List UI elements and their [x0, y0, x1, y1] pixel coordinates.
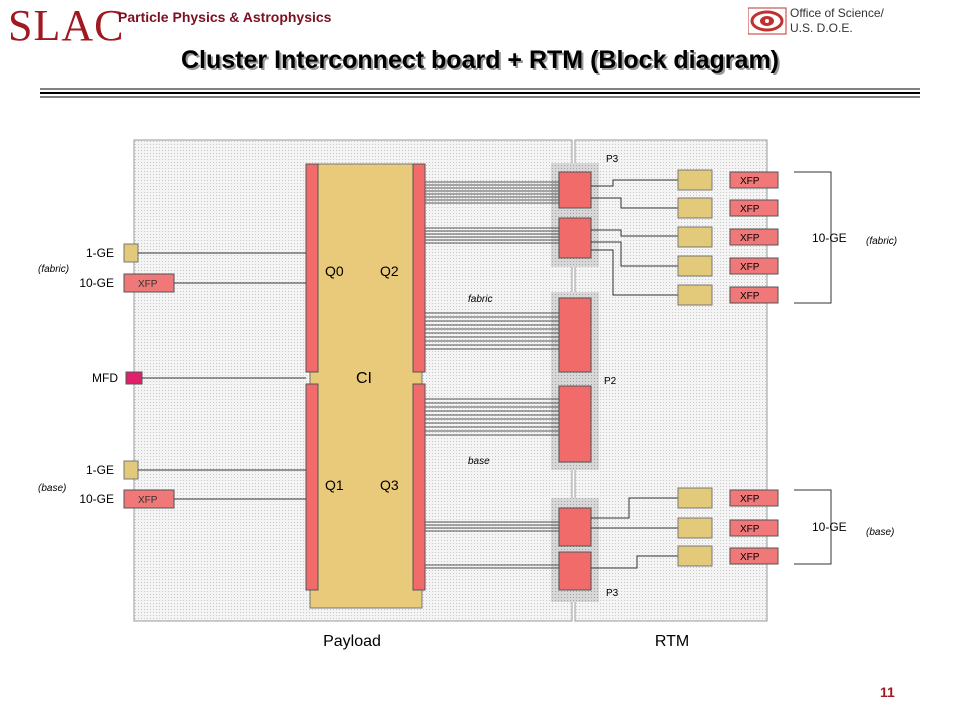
base-1ge-port: [123, 460, 139, 480]
p3-top-block-1: [558, 171, 592, 209]
doe-line-2: U.S. D.O.E.: [790, 21, 853, 35]
rtm-xfp-label-8: XFP: [740, 552, 760, 563]
base-10ge-label: 10-GE: [79, 492, 114, 506]
fabric-bus-label: fabric: [468, 294, 492, 305]
q3-label: Q3: [380, 477, 399, 493]
rtm-xfp-label-3: XFP: [740, 233, 760, 244]
q2-label: Q2: [380, 263, 399, 279]
fabric-bus: [425, 312, 560, 350]
q3-port-block: [412, 383, 426, 591]
rtm-top-xfps: [729, 171, 779, 304]
p3-bottom-bus: [425, 521, 560, 569]
rtm-xfp-label-7: XFP: [740, 524, 760, 535]
p2-fabric-block: [558, 297, 592, 373]
p3-bottom-block-1: [558, 507, 592, 547]
p3-bottom-label: P3: [606, 588, 619, 599]
base-xfp-label: XFP: [138, 495, 158, 506]
rtm-xfp-label-2: XFP: [740, 204, 760, 215]
ci-chip: [309, 163, 423, 609]
rtm-top-routing: [591, 179, 678, 296]
rtm-label: RTM: [655, 633, 689, 650]
p3-top-label: P3: [606, 154, 619, 165]
payload-label: Payload: [323, 633, 381, 650]
rtm-bottom-routing: [591, 497, 678, 569]
fabric-xfp-label: XFP: [138, 279, 158, 290]
p2-base-block: [558, 385, 592, 463]
fabric-10ge-label: 10-GE: [79, 276, 114, 290]
rtm-bottom-xfps: [729, 489, 779, 565]
page-number: 11: [880, 684, 895, 700]
right-base-label: (base): [866, 527, 894, 538]
rtm-xfp-label-1: XFP: [740, 176, 760, 187]
q1-port-block: [305, 383, 319, 591]
base-1ge-label: 1-GE: [86, 463, 114, 477]
p3-top-block-2: [558, 217, 592, 259]
p3-top-upper-bus: [425, 181, 560, 204]
rtm-top-cages: [677, 169, 713, 306]
fabric-1ge-label: 1-GE: [86, 246, 114, 260]
left-base-label: (base): [38, 483, 66, 494]
rtm-board: [574, 139, 768, 622]
base-bus-label: base: [468, 456, 490, 467]
doe-affiliation: Office of Science/ U.S. D.O.E.: [790, 6, 950, 36]
q0-label: Q0: [325, 263, 344, 279]
doe-seal-icon: [748, 7, 787, 35]
p2-label: P2: [604, 376, 617, 387]
ci-label: CI: [356, 370, 372, 387]
title-rule: [40, 88, 920, 98]
rtm-bottom-10ge-label: 10-GE: [812, 520, 847, 534]
q2-port-block: [412, 163, 426, 373]
top-bracket: [794, 171, 832, 304]
doe-line-1: Office of Science/: [790, 6, 884, 20]
org-name: Particle Physics & Astrophysics: [118, 9, 332, 25]
left-fabric-label: (fabric): [38, 264, 69, 275]
rtm-top-10ge-label: 10-GE: [812, 231, 847, 245]
slac-logo: SLAC: [8, 1, 125, 50]
mfd-port: [125, 371, 143, 385]
rtm-bottom-cages: [677, 487, 713, 567]
q0-port-block: [305, 163, 319, 373]
rtm-xfp-label-5: XFP: [740, 291, 760, 302]
p3-bottom-block-2: [558, 551, 592, 591]
rtm-xfp-label-6: XFP: [740, 494, 760, 505]
fabric-1ge-port: [123, 243, 139, 263]
rtm-xfp-label-4: XFP: [740, 262, 760, 273]
bottom-bracket: [794, 489, 832, 565]
page-title: Cluster Interconnect board + RTM (Block …: [180, 46, 779, 74]
p3-top-lower-bus: [425, 227, 560, 244]
mfd-label: MFD: [92, 371, 118, 385]
right-fabric-label: (fabric): [866, 236, 897, 247]
base-bus: [425, 398, 560, 436]
q1-label: Q1: [325, 477, 344, 493]
